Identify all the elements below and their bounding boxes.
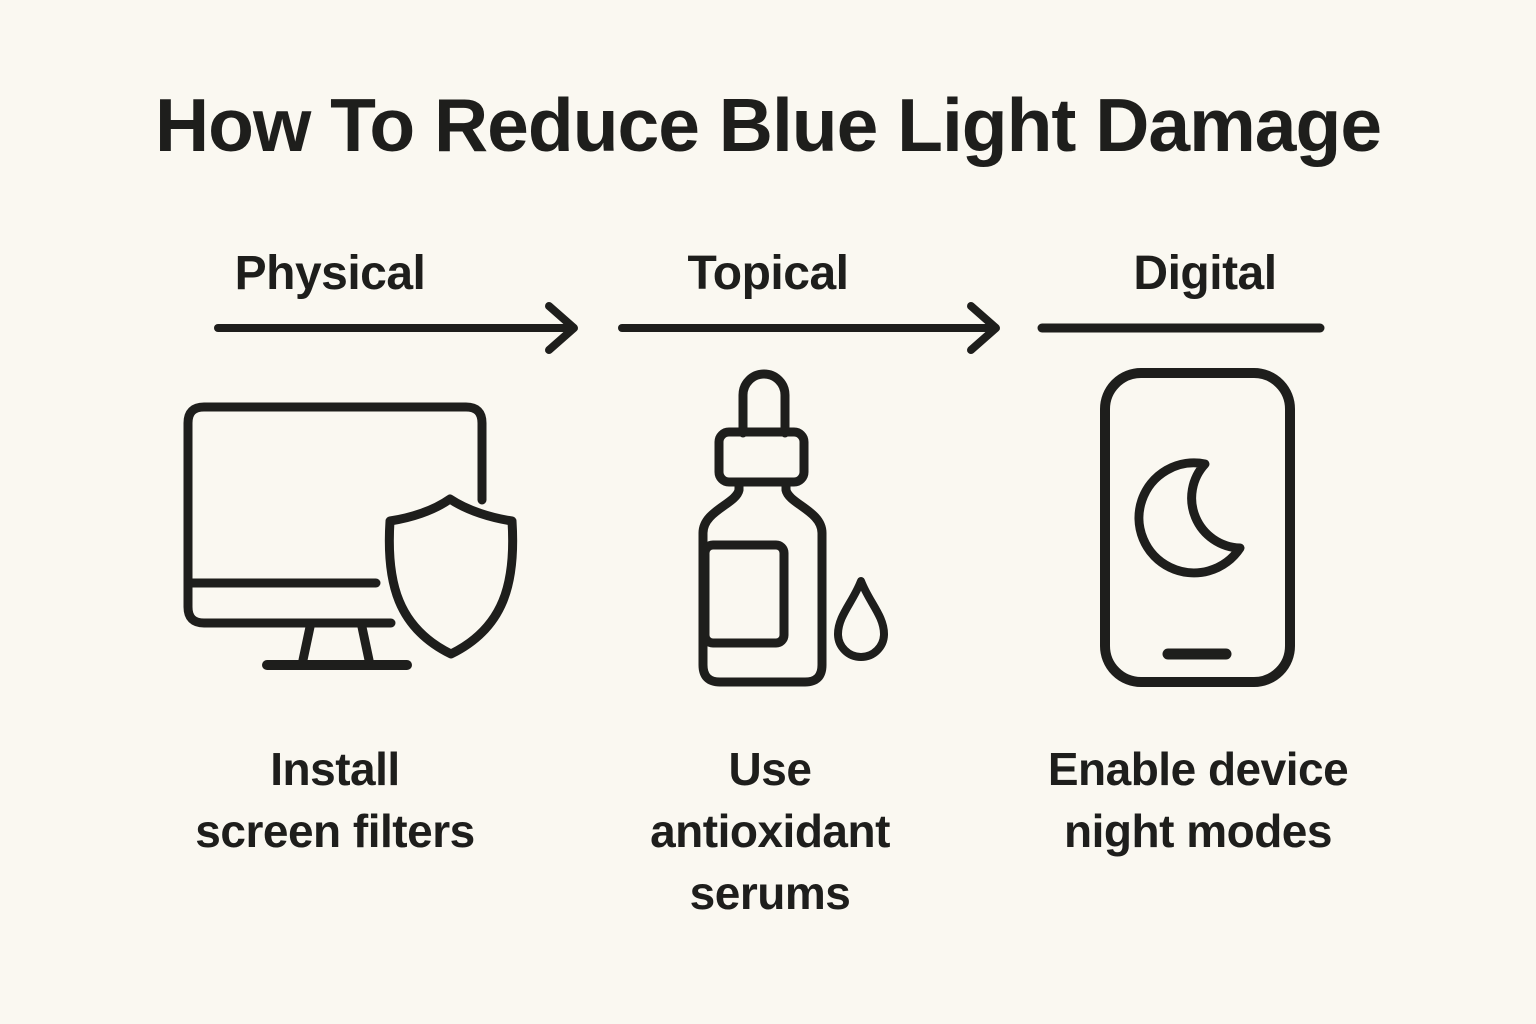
caption-physical: Install screen filters <box>195 743 475 857</box>
phone-night-mode-icon <box>1100 368 1295 687</box>
column-label-physical: Physical <box>234 247 426 300</box>
monitor-shield-icon <box>183 402 518 670</box>
dropper-bottle-icon <box>698 369 888 687</box>
column-label-topical: Topical <box>687 247 849 300</box>
moon-icon <box>1134 458 1245 578</box>
page-title: How To Reduce Blue Light Damage <box>154 83 1382 167</box>
caption-digital: Enable device night modes <box>1047 743 1349 857</box>
caption-topical: Use antioxidant serums <box>650 743 890 919</box>
arrow-right-icon <box>214 302 578 354</box>
divider-line <box>1037 323 1325 333</box>
arrow-right-icon <box>618 302 1000 354</box>
column-label-digital: Digital <box>1133 247 1277 300</box>
